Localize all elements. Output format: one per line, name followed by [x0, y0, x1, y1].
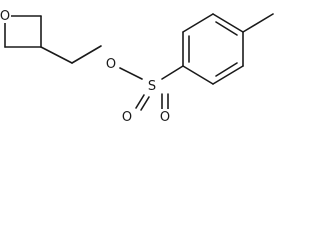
bond-s-aryl: [161, 65, 184, 80]
bond-ring-ch2: [40, 46, 73, 64]
bond-ring-inner-top: [215, 21, 238, 36]
atom-label-ring-oxygen: O: [0, 9, 10, 24]
bond-s-o-left-a: [135, 94, 145, 109]
atom-label-sulfonyl-oxygen-left: O: [122, 110, 132, 125]
bond-ring-c3-c4: [212, 13, 244, 33]
bond-ring-c5-c6: [212, 65, 244, 85]
structure-diagram: O O S O O: [0, 8, 274, 125]
bond-ring-c2-c3: [182, 13, 214, 33]
bond-ring-c6-c1: [182, 65, 214, 85]
bond-ch2-o: [71, 45, 102, 64]
bond-s-o-left-b: [140, 96, 150, 111]
atom-label-ester-oxygen: O: [106, 57, 116, 72]
atom-labels: O O S O O: [0, 8, 171, 125]
bond-ring-inner-bottom: [215, 62, 238, 77]
atom-label-sulfur: S: [148, 79, 156, 94]
atom-label-sulfonyl-oxygen-right: O: [160, 110, 170, 125]
bonds: [4, 13, 274, 111]
bond-methyl: [242, 13, 274, 33]
bond-o-s: [119, 67, 143, 80]
